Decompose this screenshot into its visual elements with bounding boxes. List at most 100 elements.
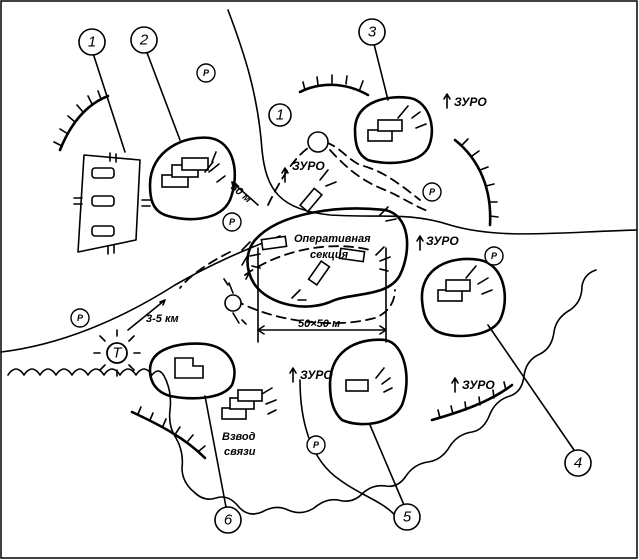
svg-text:ЗУРО: ЗУРО <box>462 378 495 392</box>
mast-icon <box>291 289 307 301</box>
t-post-label: Т <box>112 345 123 362</box>
mast-icon <box>379 206 397 222</box>
center-marker-label: 1 <box>276 107 284 124</box>
vehicle-icon <box>181 157 209 171</box>
zone-4 <box>420 257 507 338</box>
p-marker: Р <box>70 308 90 328</box>
svg-text:ЗУРО: ЗУРО <box>300 368 333 382</box>
zuro-marker: ЗУРО <box>451 377 495 393</box>
zone-2 <box>148 136 237 221</box>
route-northeast <box>329 149 431 213</box>
mast-icon <box>375 246 391 272</box>
vehicle-icon <box>445 279 471 292</box>
callout-3: 3 <box>358 18 389 101</box>
zuro-marker: ЗУРО <box>281 159 325 183</box>
trench-sw <box>130 410 207 460</box>
p-marker: Р <box>484 246 504 266</box>
mast-icon <box>204 151 226 183</box>
svg-text:5: 5 <box>403 509 412 526</box>
trench-e <box>453 138 492 227</box>
mast-icon <box>397 105 427 129</box>
parking-area <box>77 154 141 253</box>
vehicle-icon <box>237 389 263 402</box>
svg-text:Р: Р <box>77 313 84 323</box>
callout-4: 4 <box>487 324 592 477</box>
dimension-line <box>257 247 387 343</box>
zuro-marker: ЗУРО <box>443 93 487 109</box>
mast-icon <box>319 169 337 187</box>
callout-1: 1 <box>78 28 126 153</box>
zuro-marker: ЗУРО <box>289 367 333 383</box>
vehicle-icon <box>377 119 403 132</box>
zone-3 <box>353 95 434 165</box>
trench-n-ticks <box>302 74 364 91</box>
comms-platoon-label: Взвод <box>222 431 256 443</box>
dimension-arrows <box>257 325 387 335</box>
svg-text:Р: Р <box>229 217 236 227</box>
checkpoint-circle <box>224 294 242 312</box>
ops-section-label: Оперативная <box>294 233 371 245</box>
road-south <box>299 379 396 516</box>
vehicle-icon <box>91 195 115 207</box>
svg-text:4: 4 <box>574 455 582 472</box>
svg-text:Р: Р <box>429 187 436 197</box>
checkpoint-circle <box>307 131 329 153</box>
distance-label-3-5km: 3-5 км <box>146 313 179 325</box>
route-west <box>179 251 231 289</box>
callout-5: 5 <box>369 424 421 531</box>
mast-icon <box>375 367 393 393</box>
building-icon <box>174 357 204 379</box>
mast-icon <box>465 265 493 295</box>
vehicle-icon <box>91 225 115 237</box>
callout-6: 6 <box>204 395 242 534</box>
svg-text:ЗУРО: ЗУРО <box>454 95 487 109</box>
road-upper <box>227 9 638 235</box>
p-marker: Р <box>196 63 216 83</box>
vehicle-icon <box>91 167 115 179</box>
zone-5 <box>328 338 408 426</box>
svg-text:3: 3 <box>368 24 377 41</box>
svg-text:Р: Р <box>491 251 498 261</box>
trench-nw <box>58 94 110 152</box>
center-marker: 1 <box>268 103 292 127</box>
mast-icon <box>261 387 277 415</box>
vehicle-icon <box>307 260 331 286</box>
distance-label-50m: 50 м <box>228 181 254 205</box>
distance-arrow-50m <box>231 181 259 206</box>
svg-text:ЗУРО: ЗУРО <box>292 159 325 173</box>
trench-se-ticks <box>437 381 507 419</box>
svg-text:ЗУРО: ЗУРО <box>426 234 459 248</box>
trench-nw-ticks <box>53 90 102 147</box>
svg-text:6: 6 <box>224 512 233 529</box>
vehicle-icon <box>345 379 369 392</box>
vehicle-icon <box>298 187 324 213</box>
ops-section <box>246 207 409 308</box>
p-marker: Р <box>422 182 442 202</box>
callout-2: 2 <box>130 26 181 141</box>
svg-text:2: 2 <box>139 32 149 49</box>
comms-platoon-label: связи <box>224 446 256 458</box>
dimension-label: 50×50 м <box>298 318 340 330</box>
zone-6 <box>148 342 236 400</box>
route-south <box>234 289 396 325</box>
checkpoint-arrows <box>223 278 247 325</box>
ops-section-label: секция <box>310 249 349 261</box>
route-north <box>267 141 421 206</box>
vehicle-icon <box>260 235 288 251</box>
parking-gates <box>73 152 151 255</box>
vehicle-icon <box>338 247 366 263</box>
trench-n <box>298 83 370 97</box>
zuro-marker: ЗУРО <box>416 234 459 251</box>
trench-e-ticks <box>461 138 499 218</box>
distance-arrow-3-5km <box>127 299 166 331</box>
p-marker: Р <box>306 435 326 455</box>
road-lower <box>0 235 281 353</box>
svg-text:1: 1 <box>88 34 96 51</box>
svg-text:Р: Р <box>203 68 210 78</box>
p-marker: Р <box>222 212 242 232</box>
svg-text:Р: Р <box>313 440 320 450</box>
t-post-marker: Т <box>93 329 141 377</box>
